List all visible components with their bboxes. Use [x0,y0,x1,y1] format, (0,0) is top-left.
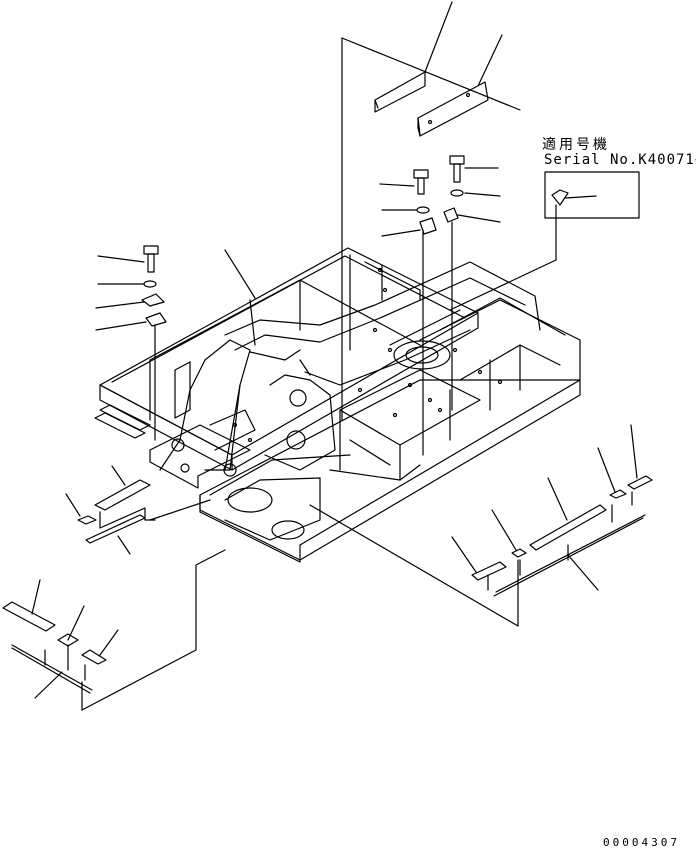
left-strips [66,466,210,554]
right-strips [310,425,652,626]
serial-applicability-title: 適用号機 [542,137,610,153]
serial-inset [450,172,639,310]
bolt-set-upper [380,156,500,455]
main-frame-body [95,248,580,562]
bolt-set-left [96,246,255,440]
top-cover-plates [342,2,520,420]
serial-number-label: Serial No.K40071~ [544,152,696,168]
bottom-left-strips [3,550,225,710]
drawing-number: 00004307 [603,836,680,849]
